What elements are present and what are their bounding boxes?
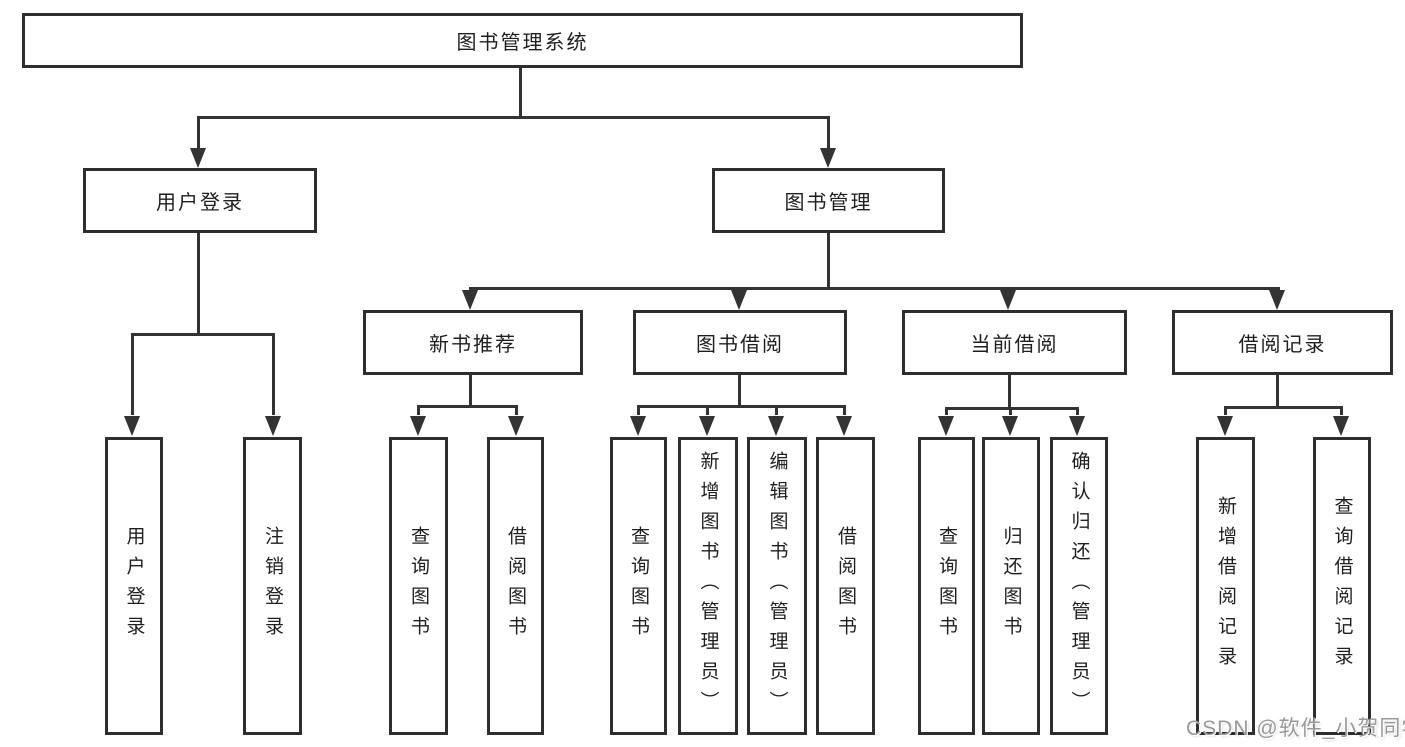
leaf-return-books: 归还图书 (982, 437, 1040, 735)
connector-fan2-stem (738, 375, 741, 408)
arrow-down-icon (836, 416, 852, 436)
arrow-down-icon (190, 148, 206, 168)
connector-fan3-drop3 (1076, 407, 1079, 415)
arrow-down-icon (265, 416, 281, 436)
node-current-borrowing: 当前借阅 (902, 310, 1127, 375)
arrow-down-icon (630, 416, 646, 436)
node-library-management-system: 图书管理系统 (22, 13, 1023, 68)
leaf-query-books-recommend: 查询图书 (389, 437, 448, 735)
leaf-add-borrow-record: 新增借阅记录 (1196, 437, 1255, 735)
node-borrowing-records: 借阅记录 (1172, 310, 1393, 375)
arrow-down-icon (462, 290, 478, 310)
arrow-down-icon (508, 416, 524, 436)
leaf-confirm-return-admin: 确认归还（管理员） (1050, 437, 1108, 735)
node-user-login: 用户登录 (83, 168, 317, 233)
leaf-logout: 注销登录 (243, 437, 302, 735)
arrow-down-icon (938, 416, 954, 436)
watermark: CSDN @软件_小贺同学 (1186, 717, 1405, 740)
node-book-management: 图书管理 (712, 168, 945, 233)
connector-root-hbar (197, 116, 830, 119)
arrow-down-icon (1002, 416, 1018, 436)
connector-fan2-drop1 (637, 405, 640, 415)
connector-mgmt-hbar (469, 287, 1280, 290)
leaf-edit-book-admin: 编辑图书（管理员） (747, 437, 807, 735)
connector-user-hbar (131, 333, 275, 336)
connector-drop-user-login (197, 116, 200, 150)
connector-fan1-drop1 (417, 405, 420, 415)
connector-root-stem (519, 68, 522, 116)
arrow-down-icon (410, 416, 426, 436)
arrow-down-icon (768, 416, 784, 436)
arrow-down-icon (699, 416, 715, 436)
node-new-book-recommendation: 新书推荐 (363, 310, 583, 375)
node-book-borrowing: 图书借阅 (633, 310, 847, 375)
connector-fan3-drop2 (1009, 407, 1012, 415)
connector-mgmt-stem (827, 233, 830, 289)
connector-fan3-drop1 (945, 407, 948, 415)
connector-fan2-drop4 (843, 405, 846, 415)
connector-drop-leaf-user-login (131, 333, 134, 415)
connector-fan2-drop3 (775, 405, 778, 415)
leaf-borrow-books-borrowing: 借阅图书 (816, 437, 875, 735)
connector-fan3-hbar (945, 407, 1079, 410)
connector-fan4-stem (1276, 375, 1279, 409)
arrow-down-icon (124, 416, 140, 436)
arrow-down-icon (731, 290, 747, 310)
connector-drop-book-management (827, 116, 830, 150)
connector-fan2-drop2 (706, 405, 709, 415)
connector-user-stem (197, 233, 200, 335)
arrow-down-icon (820, 148, 836, 168)
connector-drop-leaf-logout (272, 333, 275, 415)
connector-fan4-drop1 (1224, 406, 1227, 415)
connector-fan4-hbar (1224, 406, 1343, 409)
connector-fan4-drop2 (1340, 406, 1343, 415)
leaf-borrow-books-recommend: 借阅图书 (487, 437, 544, 735)
arrow-down-icon (1217, 416, 1233, 436)
connector-fan2-hbar (637, 405, 846, 408)
connector-fan1-hbar (417, 405, 518, 408)
leaf-query-books-current: 查询图书 (918, 437, 975, 735)
arrow-down-icon (1269, 290, 1285, 310)
leaf-user-login: 用户登录 (105, 437, 163, 735)
arrow-down-icon (1069, 416, 1085, 436)
arrow-down-icon (1000, 290, 1016, 310)
arrow-down-icon (1333, 416, 1349, 436)
leaf-query-books-borrowing: 查询图书 (610, 437, 667, 735)
connector-fan1-drop2 (515, 405, 518, 415)
leaf-add-book-admin: 新增图书（管理员） (678, 437, 738, 735)
leaf-query-borrow-record: 查询借阅记录 (1313, 437, 1371, 735)
connector-fan1-stem (469, 375, 472, 408)
connector-fan3-stem (1008, 375, 1011, 410)
